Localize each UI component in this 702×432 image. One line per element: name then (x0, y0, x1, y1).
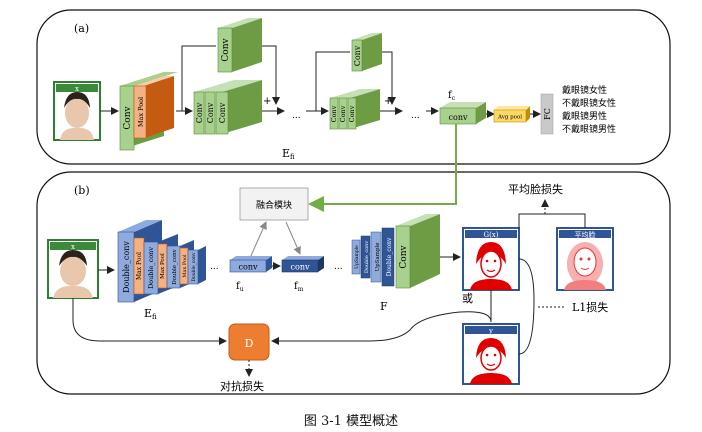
dc-1: Double_conv (122, 241, 131, 293)
avgpool-block: Avg pool (493, 106, 530, 123)
avgface-label: 平均脸 (575, 230, 596, 239)
up-1: UpSample (354, 245, 360, 269)
input-image-b: x (47, 239, 99, 299)
res-a1-text-3: Conv (218, 102, 227, 123)
mp-2: Max Pool (160, 253, 166, 279)
d-label: D (245, 337, 254, 350)
out-to-d-arrow (271, 311, 492, 345)
mp-3: Max Pool (182, 254, 188, 278)
decoder-conv: Conv (395, 214, 440, 289)
res-a2-text-1: Conv (330, 105, 338, 122)
res-stack-a1: Conv Conv Conv (193, 80, 262, 135)
dc-3: Double_conv (172, 248, 178, 284)
panel-b-label: (b) (74, 184, 90, 197)
ellipsis-b2: ... (334, 262, 343, 272)
plus-a2: + (384, 96, 392, 107)
adv-loss: 对抗损失 (220, 379, 264, 393)
decoder-stack: UpSample Double_conv UpSample Double_con… (351, 227, 395, 287)
block1-conv-maxpool: Conv Max Pool (119, 72, 178, 151)
input-b-x-label: x (71, 243, 75, 251)
dc-2: Double_conv (147, 247, 155, 289)
res-stack-a2: Conv Conv Conv (329, 89, 380, 130)
up-3: UpSample (375, 243, 381, 272)
block1-maxpool-text: Max Pool (137, 97, 145, 127)
class-4: 不戴眼镜男性 (562, 123, 616, 135)
res-a2-text-2: Conv (339, 105, 347, 122)
f-label: F (380, 300, 388, 313)
efi-label-a: Efi (282, 147, 295, 161)
model-diagram: (a) x Conv Max Pool Conv Conv Co (36, 9, 671, 395)
fc-to-fusion-arrow (308, 124, 457, 212)
input-image-a: x (53, 81, 101, 141)
fc-label: fc (448, 90, 456, 102)
l1-bracket (518, 258, 535, 355)
figure-caption: 图 3-1 模型概述 (303, 414, 399, 429)
branch-conv-a2: Conv (351, 33, 382, 72)
fc-box-text: FC (543, 108, 552, 120)
fusion-text: 融合模块 (256, 199, 292, 211)
conv-fm: conv (281, 256, 324, 273)
class-list: 戴眼镜女性 不戴眼镜女性 戴眼镜男性 不戴眼镜男性 (562, 84, 616, 135)
up-2: Double_conv (364, 241, 370, 274)
res-a2-text-3: Conv (348, 105, 356, 122)
or-label: 或 (462, 292, 473, 305)
conv-fm-text: conv (291, 263, 310, 272)
fm-label: fm (294, 281, 304, 293)
panel-a-label: (a) (74, 22, 89, 35)
ellipsis-a1: ... (292, 111, 301, 121)
class-1: 戴眼镜女性 (562, 84, 607, 96)
l1-loss: L1损失 (572, 300, 608, 314)
gx-image: G(x) (462, 227, 520, 291)
avgface-bracket (518, 213, 586, 228)
decoder-conv-text: Conv (399, 244, 409, 268)
res-a1-text-1: Conv (195, 102, 204, 123)
y-label: y (488, 327, 493, 335)
plus-a1: + (263, 96, 271, 107)
panel-a-frame (36, 9, 671, 165)
class-3: 戴眼镜男性 (562, 110, 607, 122)
branch-conv-a1: Conv (217, 18, 262, 73)
block1-conv-text: Conv (123, 105, 133, 129)
avgface-image: 平均脸 (556, 227, 614, 291)
avgpool-text: Avg pool (497, 115, 522, 121)
input-x-label: x (75, 85, 79, 93)
efi-label-b: Efi (144, 307, 157, 321)
discriminator: D (228, 323, 270, 361)
conv-fu: conv (229, 256, 272, 273)
encoder-stack: Double_conv Max Pool Double_conv Max Poo… (117, 220, 206, 303)
fc-box: FC (540, 93, 554, 135)
gx-label: G(x) (483, 231, 498, 239)
avgface-loss: 平均脸损失 (508, 182, 563, 196)
conv-fu-text: conv (239, 263, 258, 272)
x-to-d-arrow (72, 298, 227, 345)
ellipsis-b1: ... (210, 262, 219, 272)
class-2: 不戴眼镜女性 (562, 97, 616, 109)
ellipsis-a2: ... (411, 111, 420, 121)
res-a1-text-2: Conv (206, 102, 215, 123)
dc-4: Double_conv (191, 252, 197, 282)
branch-conv-a2-text: Conv (353, 45, 362, 66)
mp-1: Max Pool (136, 252, 143, 280)
fc-conv-block: conv (439, 102, 486, 125)
branch-conv-a1-text: Conv (221, 37, 231, 61)
y-image: y (462, 323, 520, 385)
fusion-module: 融合模块 (239, 187, 309, 221)
fc-conv-text: conv (449, 113, 468, 122)
fu-label: fu (236, 281, 244, 293)
up-4: Double_conv (386, 237, 393, 276)
panel-b-frame (36, 171, 671, 395)
